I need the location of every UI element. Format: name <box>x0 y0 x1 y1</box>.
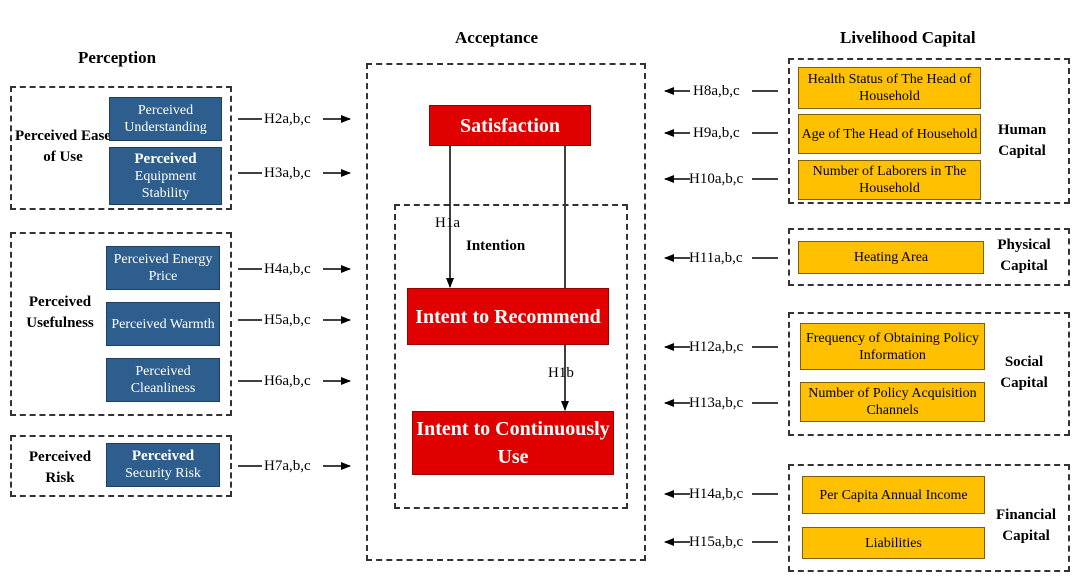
social-capital-label: Social Capital <box>1000 354 1048 391</box>
health-status-box: Health Status of The Head of Household <box>798 67 981 109</box>
per-capita-income-text: Per Capita Annual Income <box>819 487 968 503</box>
hypothesis-label-h15: H15a,b,c <box>689 534 744 550</box>
age-head-text: Age of The Head of Household <box>801 126 978 142</box>
perceived-equipment-stability-title: Perceived <box>134 150 197 167</box>
hypothesis-label-h11: H11a,b,c <box>689 250 743 266</box>
social-capital-group <box>788 312 1070 436</box>
perceived-cleanliness-text: Perceived Cleanliness <box>130 364 196 396</box>
human-capital-group <box>788 58 1070 204</box>
policy-channels-text: Number of Policy Acquisition Channels <box>808 386 977 418</box>
intent-to-recommend-box: Intent to Recommend <box>407 288 609 345</box>
perceived-energy-price-text: Perceived Energy Price <box>113 252 213 284</box>
intent-to-continuously-use-text: Intent to Continuously Use <box>416 418 610 468</box>
perceived-equipment-stability-text: Equipment Stability <box>134 168 197 201</box>
health-status-text: Health Status of The Head of Household <box>807 72 972 104</box>
perception-heading: Perception <box>78 48 157 67</box>
laborers-box: Number of Laborers in The Household <box>798 160 981 200</box>
intent-to-continuously-use-box: Intent to Continuously Use <box>412 411 614 475</box>
usefulness-label: Perceived Usefulness <box>26 294 94 331</box>
perceived-warmth-box: Perceived Warmth <box>106 302 220 346</box>
financial-capital-group <box>788 464 1070 572</box>
perceived-security-risk-text: Security Risk <box>125 466 201 481</box>
financial-capital-label: Financial Capital <box>995 507 1056 544</box>
ease-of-use-label: Perceived Ease of Use <box>15 128 111 165</box>
acceptance-heading: Acceptance <box>455 28 539 47</box>
h1a-label: H1a <box>435 215 460 231</box>
intent-to-recommend-text: Intent to Recommend <box>415 305 601 328</box>
intention-group <box>394 204 628 509</box>
per-capita-income-box: Per Capita Annual Income <box>802 476 985 514</box>
h1b-label: H1b <box>548 365 574 381</box>
risk-label: Perceived Risk <box>28 449 92 486</box>
perceived-energy-price-box: Perceived Energy Price <box>106 246 220 290</box>
livelihood-heading: Livelihood Capital <box>840 28 976 47</box>
hypothesis-label-h13: H13a,b,c <box>689 395 744 411</box>
heating-area-box: Heating Area <box>798 241 984 274</box>
hypothesis-label-h9: H9a,b,c <box>693 125 740 141</box>
perceived-warmth-text: Perceived Warmth <box>111 316 215 332</box>
policy-channels-box: Number of Policy Acquisition Channels <box>800 382 985 422</box>
risk-group <box>10 435 232 497</box>
perceived-security-risk-title: Perceived <box>131 448 195 464</box>
physical-capital-group <box>788 228 1070 286</box>
hypothesis-label-h14: H14a,b,c <box>689 486 744 502</box>
intention-label: Intention <box>466 238 526 254</box>
hypothesis-label-h10: H10a,b,c <box>689 171 744 187</box>
hypothesis-label-h6: H6a,b,c <box>264 373 311 389</box>
perceived-cleanliness-box: Perceived Cleanliness <box>106 358 220 402</box>
perceived-equipment-stability-box: Perceived Equipment Stability <box>109 147 222 205</box>
hypothesis-label-h8: H8a,b,c <box>693 83 740 99</box>
satisfaction-text: Satisfaction <box>460 114 560 137</box>
heating-area-text: Heating Area <box>853 250 929 265</box>
perceived-security-risk-box: Perceived Security Risk <box>106 443 220 487</box>
liabilities-box: Liabilities <box>802 527 985 559</box>
ease-of-use-group <box>10 86 232 210</box>
acceptance-group <box>366 63 646 561</box>
hypothesis-label-h5: H5a,b,c <box>264 312 311 328</box>
hypothesis-label-h2: H2a,b,c <box>264 111 311 127</box>
satisfaction-box: Satisfaction <box>429 105 591 146</box>
perceived-understanding-box: Perceived Understanding <box>109 97 222 141</box>
policy-frequency-text: Frequency of Obtaining Policy Informatio… <box>805 330 980 363</box>
hypothesis-label-h12: H12a,b,c <box>689 339 744 355</box>
laborers-text: Number of Laborers in The Household <box>812 164 967 196</box>
physical-capital-label: Physical Capital <box>997 237 1051 274</box>
human-capital-label: Human Capital <box>997 122 1047 159</box>
hypothesis-label-h7: H7a,b,c <box>264 458 311 474</box>
hypothesis-label-h3: H3a,b,c <box>264 165 311 181</box>
policy-frequency-box: Frequency of Obtaining Policy Informatio… <box>800 323 985 370</box>
liabilities-text: Liabilities <box>865 535 922 551</box>
perceived-understanding-text: Perceived Understanding <box>124 103 207 135</box>
hypothesis-label-h4: H4a,b,c <box>264 261 311 277</box>
usefulness-group <box>10 232 232 416</box>
age-head-box: Age of The Head of Household <box>798 114 981 154</box>
